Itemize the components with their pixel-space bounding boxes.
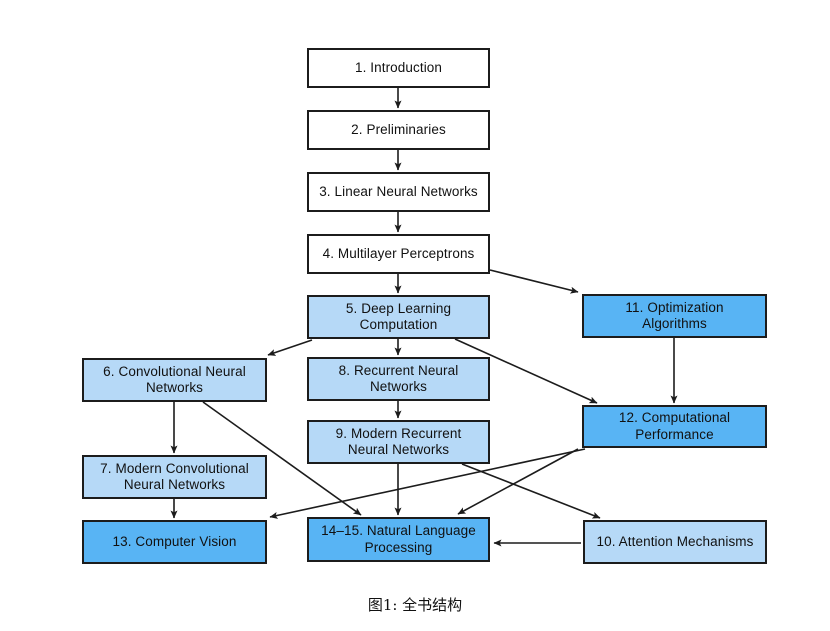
node-4-label: 4. Multilayer Perceptrons: [322, 245, 475, 261]
edge-9-10: [461, 463, 601, 519]
node-7: 7. Modern Convolutional Neural Networks: [82, 455, 267, 499]
figure-caption: 图1: 全书结构: [367, 596, 463, 614]
node-10: 10. Attention Mechanisms: [583, 520, 767, 564]
node-6: 6. Convolutional Neural Networks: [82, 358, 267, 402]
node-8: 8. Recurrent Neural Networks: [307, 357, 490, 401]
node-5: 5. Deep Learning Computation: [307, 295, 490, 339]
node-14-15-label: 14–15. Natural Language Processing: [321, 523, 476, 555]
node-3: 3. Linear Neural Networks: [307, 172, 490, 212]
node-9: 9. Modern Recurrent Neural Networks: [307, 420, 490, 464]
edge-6-14-15: [202, 401, 362, 516]
node-9-label: 9. Modern Recurrent Neural Networks: [335, 425, 462, 457]
node-4: 4. Multilayer Perceptrons: [307, 234, 490, 274]
node-11: 11. Optimization Algorithms: [582, 294, 767, 338]
edge-12-14-15: [457, 448, 579, 515]
node-13-label: 13. Computer Vision: [112, 533, 237, 549]
node-11-label: 11. Optimization Algorithms: [625, 299, 724, 331]
edge-5-6: [267, 339, 313, 356]
node-12: 12. Computational Performance: [582, 405, 767, 448]
node-5-label: 5. Deep Learning Computation: [345, 300, 452, 332]
node-2: 2. Preliminaries: [307, 110, 490, 150]
node-13: 13. Computer Vision: [82, 520, 267, 564]
node-1: 1. Introduction: [307, 48, 490, 88]
node-3-label: 3. Linear Neural Networks: [319, 183, 478, 199]
edge-5-12: [454, 338, 598, 404]
node-7-label: 7. Modern Convolutional Neural Networks: [100, 460, 249, 492]
node-14-15: 14–15. Natural Language Processing: [307, 517, 490, 562]
edge-12-13: [269, 448, 586, 519]
node-2-label: 2. Preliminaries: [351, 121, 446, 137]
node-6-label: 6. Convolutional Neural Networks: [103, 363, 246, 395]
node-10-label: 10. Attention Mechanisms: [596, 533, 754, 549]
node-1-label: 1. Introduction: [354, 59, 443, 75]
node-8-label: 8. Recurrent Neural Networks: [338, 362, 459, 394]
edges-group: [170, 88, 678, 547]
edge-4-11: [489, 269, 579, 294]
node-12-label: 12. Computational Performance: [618, 410, 731, 442]
